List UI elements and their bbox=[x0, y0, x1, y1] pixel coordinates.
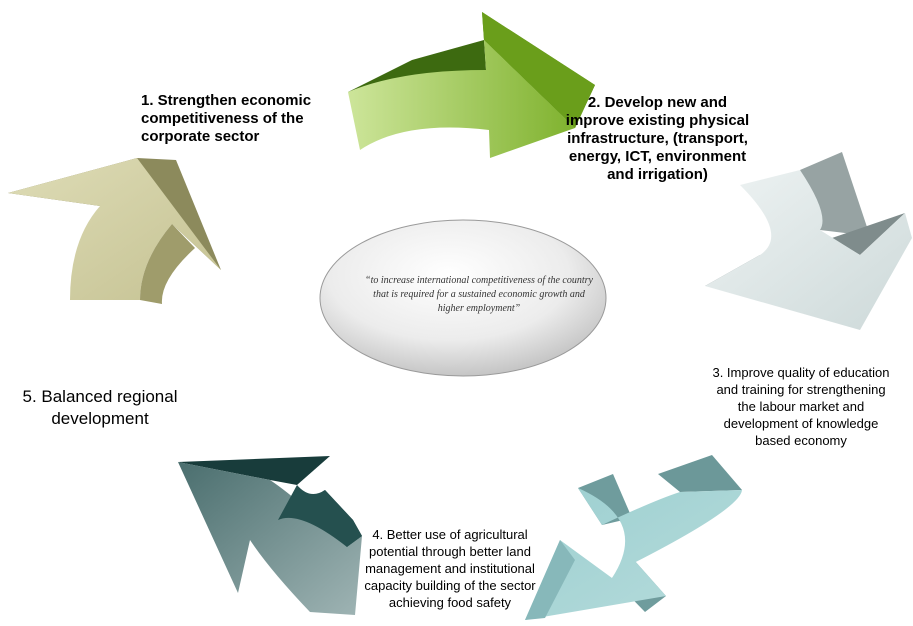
step-4-label: 4. Better use of agricultural potential … bbox=[364, 527, 536, 610]
step-5-label: 5. Balanced regional development bbox=[22, 387, 178, 428]
center-quote: “to increase international competitivene… bbox=[365, 275, 593, 314]
arrow-step-5 bbox=[178, 456, 362, 615]
step-1-label: 1. Strengthen economic competitiveness o… bbox=[141, 92, 312, 145]
step-2-label: 2. Develop new and improve existing phys… bbox=[565, 94, 750, 183]
step-3-label: 3. Improve quality of education and trai… bbox=[712, 365, 890, 448]
center-ellipse bbox=[319, 219, 607, 377]
arrow-step-4 bbox=[525, 455, 742, 620]
arrow-step-3 bbox=[705, 152, 912, 330]
arrow-step-1 bbox=[8, 158, 221, 304]
arrow-step-2 bbox=[348, 12, 595, 158]
